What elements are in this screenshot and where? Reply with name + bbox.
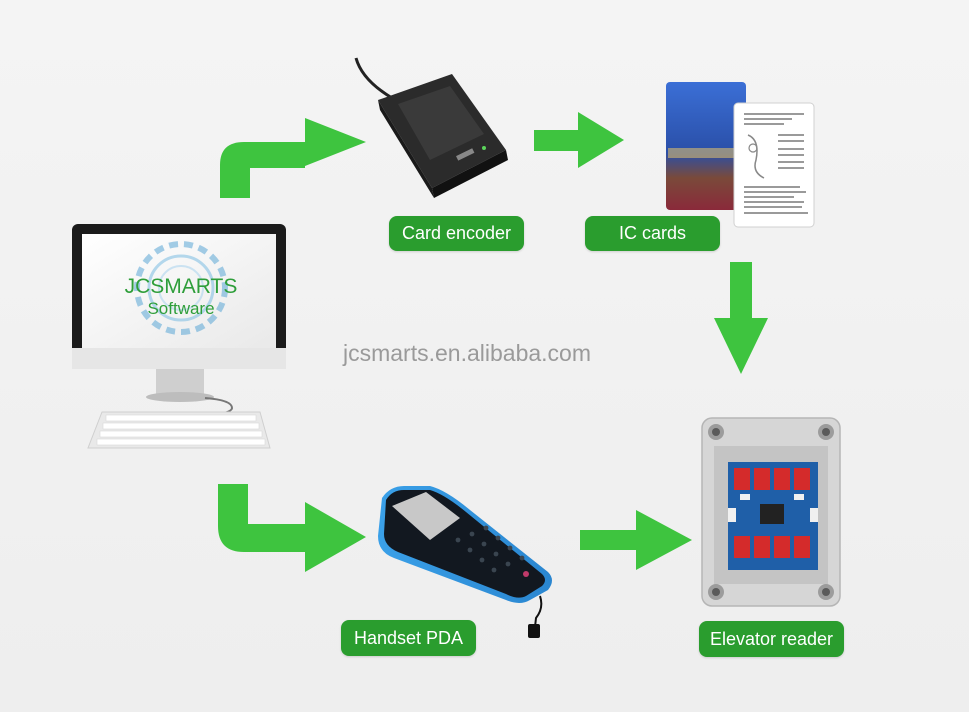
arrow-encoder-to-cards [534,112,624,168]
brand-line2: Software [147,299,214,318]
computer-illustration: JCSMARTS Software [72,224,286,449]
instruction-card [733,102,815,228]
card-encoder-illustration [354,57,508,198]
ic-cards-illustration [666,82,815,228]
elevator-reader-illustration [701,417,841,607]
reader-circuit-board [728,462,818,570]
keyboard-icon [87,411,271,449]
handset-pda-illustration [378,486,552,638]
pda-keypad [455,525,525,573]
ic-cards-label: IC cards [585,216,720,251]
card-encoder-label: Card encoder [389,216,524,251]
elevator-reader-label: Elevator reader [699,621,844,657]
arrow-cards-to-reader [714,262,768,374]
arrow-pda-to-reader [580,510,692,570]
gear-logo-icon [134,241,228,335]
brand-line1: JCSMARTS [125,275,238,298]
handset-pda-label: Handset PDA [341,620,476,656]
watermark-text: jcsmarts.en.alibaba.com [343,340,591,366]
arrow-computer-to-pda [218,484,366,572]
arrow-computer-to-encoder [220,118,366,198]
